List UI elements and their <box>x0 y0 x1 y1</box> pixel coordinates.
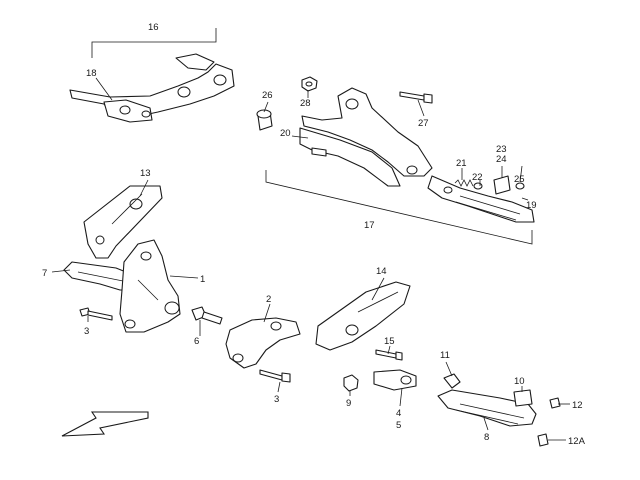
label-3-center: 3 <box>274 394 279 405</box>
label-15: 15 <box>384 336 395 347</box>
label-18: 18 <box>86 68 97 79</box>
label-5: 5 <box>396 420 401 431</box>
rubber-10 <box>513 389 533 407</box>
label-12a: 12A <box>568 436 586 447</box>
label-12: 12 <box>572 400 583 411</box>
pin-25 <box>515 182 525 190</box>
pivot-4-5 <box>373 369 417 391</box>
plate-23-24 <box>493 175 511 195</box>
front-footrest-8 <box>437 389 537 427</box>
label-28: 28 <box>300 98 311 109</box>
label-24: 24 <box>496 154 507 165</box>
part-labels: 16 18 26 28 27 20 23 24 21 22 25 19 17 1… <box>42 22 586 447</box>
clip-12a <box>537 433 549 447</box>
bolt-6 <box>191 306 223 325</box>
label-26: 26 <box>262 90 273 101</box>
spring-11 <box>443 373 461 389</box>
label-17: 17 <box>364 220 375 231</box>
collar-26 <box>256 109 273 131</box>
bracket-2 <box>225 317 301 369</box>
label-7: 7 <box>42 268 47 279</box>
label-27: 27 <box>418 118 429 129</box>
arrow-icon <box>61 411 149 437</box>
rear-footrest-bracket-assembly <box>299 87 433 187</box>
label-11: 11 <box>440 350 450 361</box>
group-16-bracket <box>91 28 217 58</box>
label-23: 23 <box>496 144 507 155</box>
spring-21 <box>454 179 474 187</box>
label-19: 19 <box>526 200 537 211</box>
footrest-7 <box>63 261 137 291</box>
label-21: 21 <box>456 158 467 169</box>
label-1: 1 <box>200 274 205 285</box>
group-17-bracket <box>265 170 533 245</box>
label-9: 9 <box>346 398 351 409</box>
bolt-3-left <box>79 307 113 321</box>
label-10: 10 <box>514 376 525 387</box>
nut-28 <box>301 76 318 92</box>
label-25: 25 <box>514 174 525 185</box>
label-2: 2 <box>266 294 271 305</box>
label-4: 4 <box>396 408 401 419</box>
clip-12 <box>549 397 561 409</box>
label-3-left: 3 <box>84 326 89 337</box>
label-20: 20 <box>280 128 291 139</box>
bolt-3-center <box>259 369 291 383</box>
label-14: 14 <box>376 266 387 277</box>
label-16: 16 <box>148 22 159 33</box>
leader-lines <box>51 77 570 441</box>
bolt-15 <box>375 349 403 361</box>
heel-guard-14 <box>315 281 411 351</box>
heel-guard-13 <box>83 185 163 259</box>
nut-9 <box>343 374 359 392</box>
rear-footrest-19 <box>427 175 535 223</box>
label-13: 13 <box>140 168 151 179</box>
bolt-27 <box>399 91 433 104</box>
label-8: 8 <box>484 432 489 443</box>
label-6: 6 <box>194 336 199 347</box>
washer-22 <box>473 182 483 190</box>
front-footrest-bracket-1 <box>119 239 181 333</box>
label-22: 22 <box>472 172 483 183</box>
assembly-18-rear-footrest-bracket <box>69 53 235 123</box>
